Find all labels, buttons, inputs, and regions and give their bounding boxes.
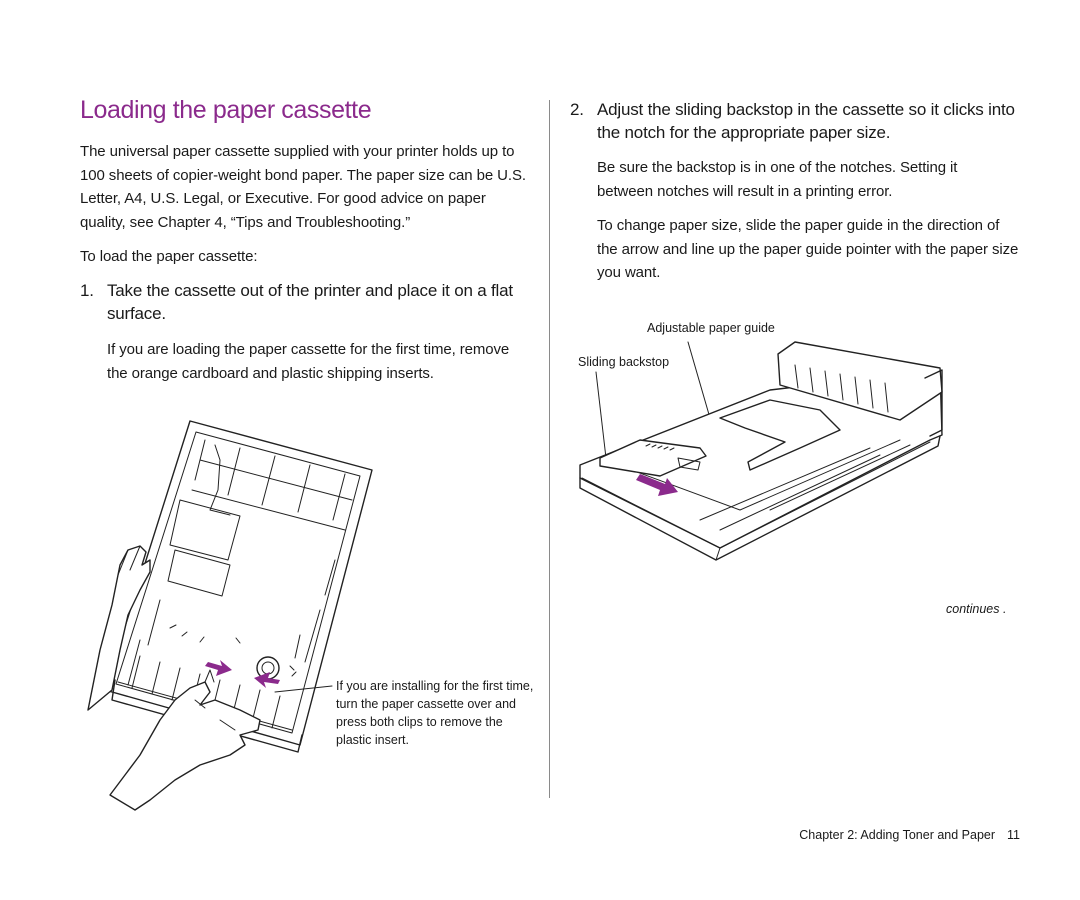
label-adjustable-paper-guide: Adjustable paper guide bbox=[647, 321, 775, 335]
continues-note: continues . bbox=[946, 602, 1007, 616]
step-2-number: 2. bbox=[570, 100, 584, 119]
intro-paragraph: The universal paper cassette supplied wi… bbox=[80, 143, 526, 231]
figure-1-callout: If you are installing for the first time… bbox=[336, 679, 534, 747]
page-footer: Chapter 2: Adding Toner and Paper 11 bbox=[799, 828, 1020, 842]
step-2-text: Adjust the sliding backstop in the casse… bbox=[597, 100, 1015, 142]
step-1-number: 1. bbox=[80, 281, 94, 300]
step-1-detail: If you are loading the paper cassette fo… bbox=[107, 341, 510, 382]
page-number: 11 bbox=[1007, 828, 1020, 842]
column-divider bbox=[549, 100, 550, 798]
label-sliding-backstop: Sliding backstop bbox=[578, 355, 670, 369]
footer-chapter: Chapter 2: Adding Toner and Paper bbox=[799, 828, 996, 842]
to-load-paragraph: To load the paper cassette: bbox=[80, 248, 258, 265]
cassette-top-illustration bbox=[579, 341, 943, 561]
step-1-text: Take the cassette out of the printer and… bbox=[107, 281, 513, 323]
step-2: 2. Adjust the sliding backstop in the ca… bbox=[570, 98, 1020, 144]
step-2-detail-2: To change paper size, slide the paper gu… bbox=[597, 217, 1019, 281]
step-1: 1. Take the cassette out of the printer … bbox=[80, 279, 540, 325]
step-2-detail-1: Be sure the backstop is in one of the no… bbox=[597, 159, 958, 200]
page-title: Loading the paper cassette bbox=[80, 96, 372, 124]
cassette-underside-illustration bbox=[87, 420, 373, 811]
